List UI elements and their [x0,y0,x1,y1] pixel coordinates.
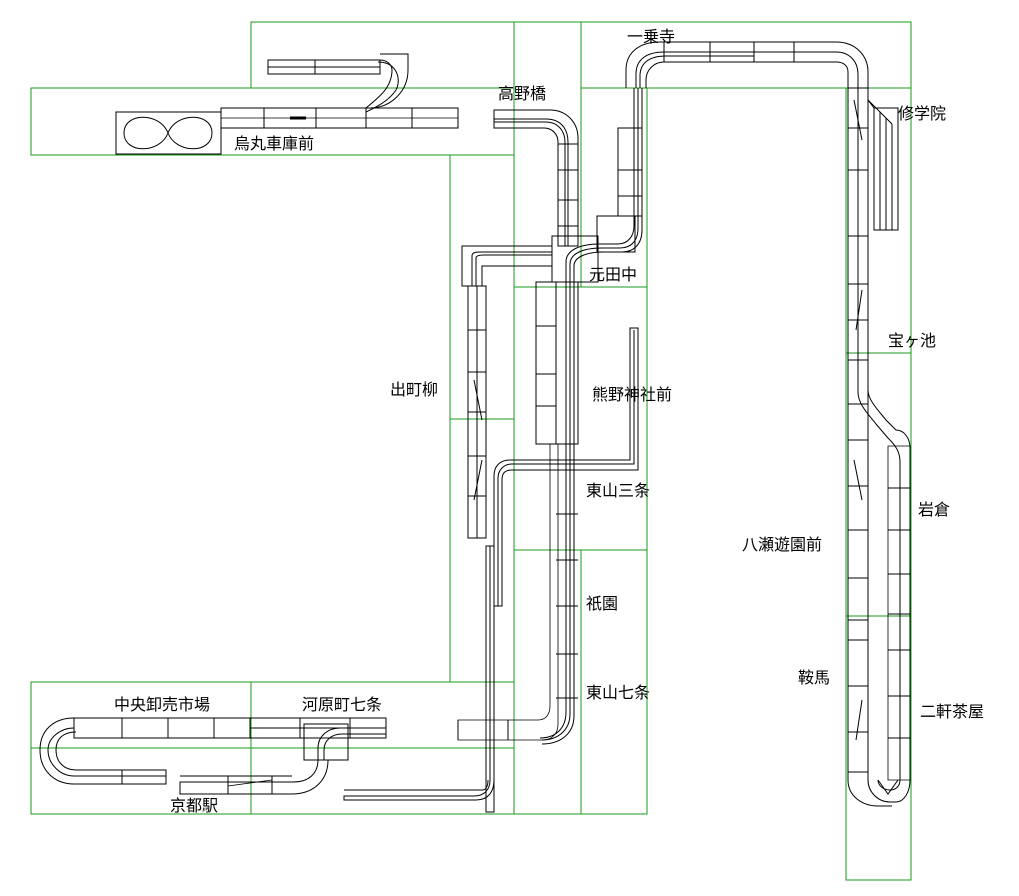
label-ichijoji: 一乗寺 [627,27,676,46]
module-boundaries [30,21,912,881]
label-motodanaka: 元田中 [589,265,638,284]
module-kurama [845,615,912,881]
label-takano-bridge: 高野橋 [498,84,547,103]
figure-eight-track [123,116,213,150]
label-shugakuin: 修学院 [898,104,947,123]
label-iwakura: 岩倉 [918,500,951,519]
label-gion: 祇園 [586,594,619,613]
module-motodanaka [580,87,648,288]
label-kumano-jinja: 熊野神社前 [592,385,673,404]
track-boards [39,41,911,813]
label-kyoto-station: 京都駅 [170,796,219,815]
label-nikenchaya: 二軒茶屋 [920,702,985,721]
label-demachiyanagi: 出町柳 [390,380,439,399]
label-chuo-oroshiuri: 中央卸売市場 [114,695,211,714]
module-takaragaike [845,352,912,617]
label-kurama: 鞍馬 [798,668,831,687]
label-karasuma-depot: 烏丸車庫前 [234,134,315,153]
label-takaragaike: 宝ヶ池 [888,331,937,350]
label-higashiyama-shichijo: 東山七条 [586,683,651,702]
module-demachi-upper [449,154,515,420]
label-higashiyama-sanjo: 東山三条 [586,481,651,500]
module-demachi-lower [449,418,515,683]
module-takano [513,21,582,288]
label-kawaramachi-shichijo: 河原町七条 [302,695,383,714]
module-kumano [513,286,648,551]
module-ichijoji [580,21,912,89]
depot-loop-board [115,111,222,155]
label-yase-yuen: 八瀬遊園前 [742,535,823,554]
module-top-left [250,21,515,89]
